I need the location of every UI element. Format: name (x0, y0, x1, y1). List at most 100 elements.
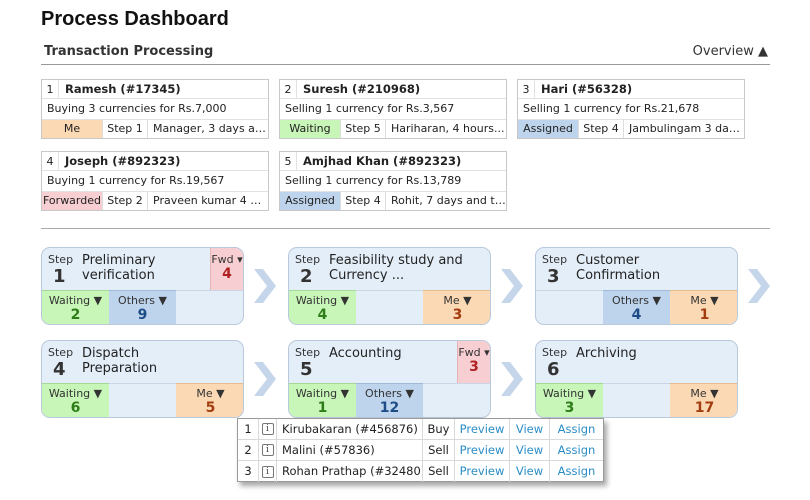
step-card-5[interactable]: Step 5 Accounting Fwd ▾ 3 Waiting ▼ 1 Ot… (288, 340, 491, 418)
preview-link[interactable]: Preview (455, 440, 510, 460)
status-badge: Me (42, 120, 102, 138)
row-type: Sell (423, 461, 455, 482)
info-icon-cell[interactable]: i (259, 461, 277, 482)
step-title: Feasibility study and Currency ... (329, 253, 463, 283)
transaction-card[interactable]: 3 Hari (#56328) Selling 1 currency for R… (517, 79, 745, 139)
empty-segment (176, 290, 243, 324)
transaction-number: 2 (280, 79, 297, 99)
transaction-assignee: Jambulingam 3 day... (629, 122, 744, 135)
transaction-description: Buying 3 currencies for Rs.7,000 (47, 102, 227, 115)
step-label: Step (295, 253, 321, 266)
info-icon[interactable]: i (261, 423, 274, 435)
row-customer: Kirubakaran (#456876) (277, 419, 423, 439)
transaction-assignee: Rohit, 7 days and thr... (391, 194, 506, 207)
empty-segment (356, 290, 423, 324)
waiting-value: 2 (70, 307, 81, 323)
waiting-value: 1 (317, 400, 328, 416)
view-link[interactable]: View (510, 419, 550, 439)
forwarded-count[interactable]: Fwd ▾ 4 (210, 248, 243, 290)
chevron-right-icon (748, 269, 770, 303)
section-divider (41, 228, 770, 229)
others-label: Others ▼ (118, 294, 167, 307)
step-card-3[interactable]: Step 3 Customer Confirmation Others ▼ 4 … (535, 247, 738, 325)
others-count[interactable]: Others ▼ 12 (356, 383, 423, 417)
table-row: 3 i Rohan Prathap (#32480) Sell Preview … (238, 461, 603, 482)
overview-toggle[interactable]: Overview ▲ (692, 44, 768, 59)
chevron-right-icon (501, 269, 523, 303)
view-link[interactable]: View (510, 440, 550, 460)
me-count[interactable]: Me ▼ 5 (176, 383, 243, 417)
transaction-customer: Ramesh (#17345) (65, 82, 181, 96)
transaction-step: Step 2 (102, 192, 148, 210)
waiting-count[interactable]: Waiting ▼ 3 (536, 383, 603, 417)
transaction-assignee: Praveen kumar 4 hou... (153, 194, 268, 207)
me-count[interactable]: Me ▼ 17 (670, 383, 737, 417)
forwarded-label: Fwd ▾ (458, 346, 490, 359)
step-title: Preliminary verification (82, 253, 156, 283)
transaction-customer: Hari (#56328) (541, 82, 633, 96)
step-number: 4 (53, 359, 66, 380)
step-card-6[interactable]: Step 6 Archiving Waiting ▼ 3 Me ▼ 17 (535, 340, 738, 418)
step-label: Step (542, 346, 568, 359)
transaction-assignee: Manager, 3 days an... (153, 122, 268, 135)
table-row: 2 i Malini (#57836) Sell Preview View As… (238, 440, 603, 461)
status-badge: Waiting (280, 120, 340, 138)
me-count[interactable]: Me ▼ 1 (670, 290, 737, 324)
step-card-2[interactable]: Step 2 Feasibility study and Currency ..… (288, 247, 491, 325)
step-card-1[interactable]: Step 1 Preliminary verification Fwd ▾ 4 … (41, 247, 244, 325)
assign-link[interactable]: Assign (557, 443, 596, 457)
info-icon-cell[interactable]: i (259, 419, 277, 439)
me-value: 17 (694, 400, 715, 416)
waiting-count[interactable]: Waiting ▼ 6 (42, 383, 109, 417)
status-badge: Assigned (280, 192, 340, 210)
waiting-label: Waiting ▼ (295, 387, 350, 400)
others-value: 12 (379, 400, 400, 416)
preview-link[interactable]: Preview (455, 461, 510, 482)
step-card-4[interactable]: Step 4 Dispatch Preparation Waiting ▼ 6 … (41, 340, 244, 418)
others-count[interactable]: Others ▼ 4 (603, 290, 670, 324)
me-label: Me ▼ (690, 387, 719, 400)
step-title: Customer Confirmation (576, 253, 661, 283)
transaction-number: 3 (518, 79, 535, 99)
assign-link[interactable]: Assign (557, 464, 596, 478)
transaction-step: Step 4 (578, 120, 624, 138)
waiting-count[interactable]: Waiting ▼ 1 (289, 383, 356, 417)
waiting-count[interactable]: Waiting ▼ 4 (289, 290, 356, 324)
status-badge: Forwarded (42, 192, 102, 210)
me-label: Me ▼ (443, 294, 472, 307)
step-number: 2 (300, 266, 313, 287)
me-count[interactable]: Me ▼ 3 (423, 290, 490, 324)
transaction-card[interactable]: 2 Suresh (#210968) Selling 1 currency fo… (279, 79, 507, 139)
waiting-items-popup: 1 i Kirubakaran (#456876) Buy Preview Vi… (237, 418, 604, 482)
transaction-description: Selling 1 currency for Rs.13,789 (285, 174, 462, 187)
assign-link[interactable]: Assign (557, 422, 596, 436)
step-title: Archiving (576, 346, 637, 361)
waiting-label: Waiting ▼ (48, 294, 103, 307)
chevron-right-icon (501, 362, 523, 396)
info-icon-cell[interactable]: i (259, 440, 277, 460)
transaction-card[interactable]: 5 Amjhad Khan (#892323) Selling 1 curren… (279, 151, 507, 211)
row-customer: Malini (#57836) (277, 440, 423, 460)
section-header: Transaction Processing Overview ▲ (41, 40, 770, 65)
step-title: Dispatch Preparation (82, 346, 158, 376)
view-link[interactable]: View (510, 461, 550, 482)
me-value: 1 (699, 307, 710, 323)
empty-segment (109, 383, 176, 417)
me-label: Me ▼ (196, 387, 225, 400)
others-count[interactable]: Others ▼ 9 (109, 290, 176, 324)
row-customer: Rohan Prathap (#32480) (277, 461, 423, 482)
chevron-right-icon (254, 269, 276, 303)
info-icon[interactable]: i (261, 465, 274, 478)
preview-link[interactable]: Preview (455, 419, 510, 439)
transaction-card[interactable]: 1 Ramesh (#17345) Buying 3 currencies fo… (41, 79, 269, 139)
transaction-description: Selling 1 currency for Rs.3,567 (285, 102, 455, 115)
waiting-count[interactable]: Waiting ▼ 2 (42, 290, 109, 324)
empty-segment (423, 383, 490, 417)
me-label: Me ▼ (690, 294, 719, 307)
forwarded-count[interactable]: Fwd ▾ 3 (457, 341, 490, 383)
transaction-card[interactable]: 4 Joseph (#892323) Buying 1 currency for… (41, 151, 269, 211)
info-icon[interactable]: i (261, 444, 274, 456)
step-title: Accounting (329, 346, 402, 361)
row-number: 1 (238, 419, 259, 439)
forwarded-value: 3 (469, 359, 479, 375)
